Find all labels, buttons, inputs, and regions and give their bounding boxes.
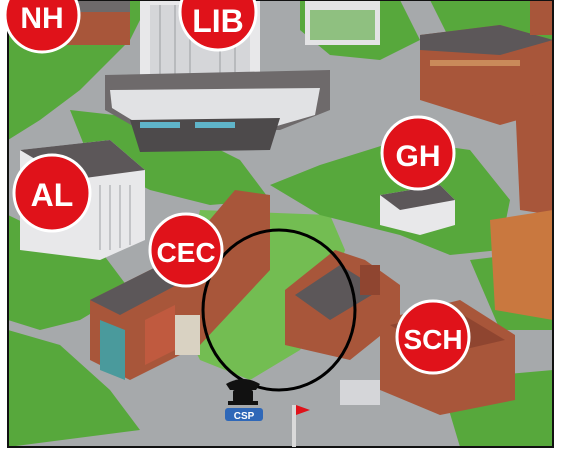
building-east[interactable] (490, 210, 553, 320)
marker-nh[interactable]: NH (3, 0, 81, 54)
marker-lib-label: LIB (192, 3, 244, 39)
lawn-center-north (70, 110, 270, 205)
marker-sch[interactable]: SCH (395, 299, 471, 375)
building-east-edge[interactable] (530, 0, 553, 35)
flagpole-icon (292, 405, 310, 447)
map-frame (7, 0, 554, 448)
lawn-southwest (8, 330, 140, 447)
building-south-shelter[interactable] (340, 380, 380, 405)
highlight-circle (201, 228, 357, 392)
marker-gh-label: GH (396, 140, 441, 173)
building-north-center[interactable] (305, 0, 380, 45)
emergency-phone[interactable]: CSP (225, 379, 263, 422)
building-east-tower[interactable] (515, 90, 553, 215)
marker-cec[interactable]: CEC (148, 212, 224, 288)
marker-nh-label: NH (20, 2, 63, 35)
building-gh[interactable] (380, 185, 455, 235)
marker-sch-badge (395, 299, 471, 375)
marker-gh[interactable]: GH (380, 115, 456, 191)
marker-cec-label: CEC (156, 237, 215, 268)
marker-lib[interactable]: LIB (178, 0, 258, 52)
telephone-icon (226, 379, 260, 405)
emergency-phone-caption: CSP (234, 411, 255, 422)
marker-sch-label: SCH (403, 324, 462, 355)
marker-lib-badge (178, 0, 258, 52)
marker-cec-badge (148, 212, 224, 288)
marker-al-badge (12, 153, 92, 233)
marker-al[interactable]: AL (12, 153, 92, 233)
marker-nh-badge (3, 0, 81, 54)
emergency-phone-caption-box (225, 408, 263, 421)
marker-gh-badge (380, 115, 456, 191)
marker-al-label: AL (31, 177, 74, 213)
